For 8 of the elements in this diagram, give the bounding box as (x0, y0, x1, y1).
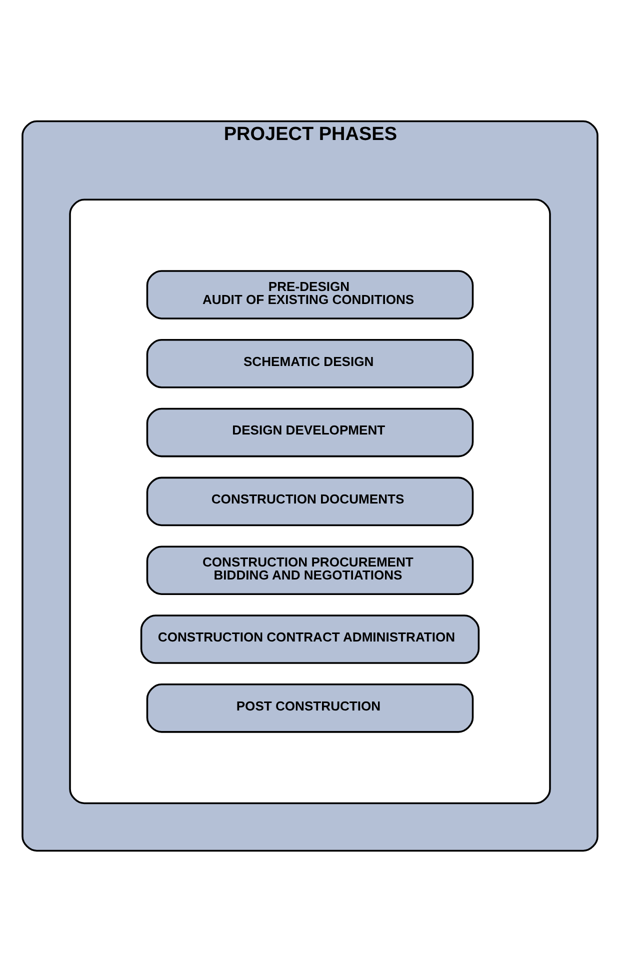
node-box: CONSTRUCTION CONTRACT ADMINISTRATION (140, 614, 480, 664)
cluster (69, 198, 551, 804)
node-box: PRE-DESIGN AUDIT OF EXISTING CONDITIONS (146, 270, 474, 320)
node-box: POST CONSTRUCTION (146, 684, 474, 733)
node-box: SCHEMATIC DESIGN (146, 338, 474, 388)
node-box: CONSTRUCTION PROCUREMENT BIDDING AND NEGOTIATIONS (146, 546, 474, 595)
node-box: DESIGN DEVELOPMENT (146, 408, 474, 458)
node-box: CONSTRUCTION DOCUMENTS (146, 476, 474, 526)
